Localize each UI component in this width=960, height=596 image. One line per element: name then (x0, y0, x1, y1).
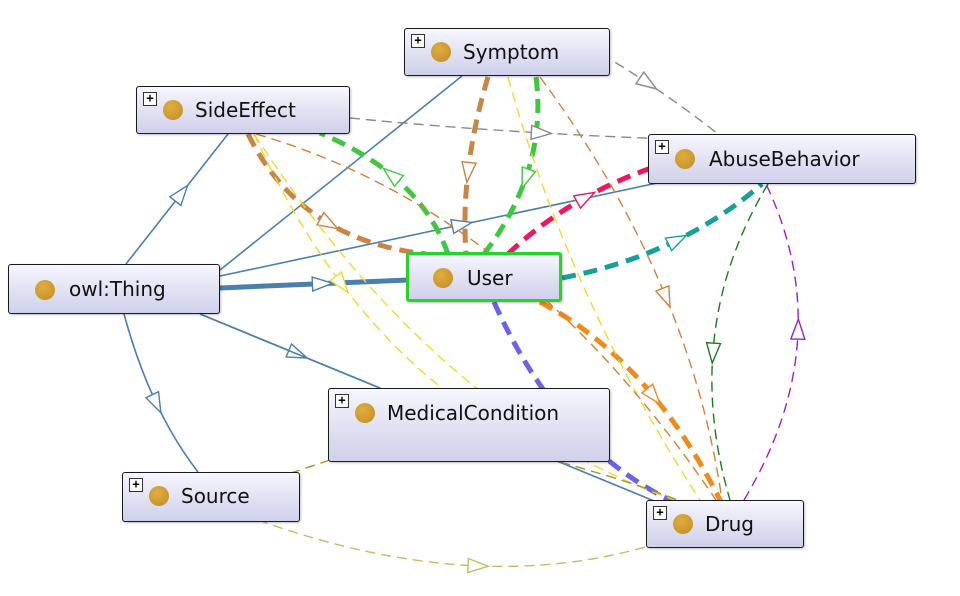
node-label: User (467, 266, 513, 290)
class-icon (149, 486, 169, 506)
edge-arrow-icon (640, 382, 662, 406)
class-icon (675, 149, 695, 169)
node-abuse-behavior[interactable]: + AbuseBehavior (648, 134, 916, 184)
class-icon (433, 268, 453, 288)
node-label: SideEffect (195, 98, 296, 122)
class-icon (163, 100, 183, 120)
edge-arrow-icon (521, 165, 537, 191)
edge-arrow-icon (634, 70, 659, 91)
edge-arrow-icon (461, 160, 478, 185)
node-drug[interactable]: + Drug (646, 500, 804, 548)
property-edge-symptom-drug (539, 76, 723, 501)
edge-arrow-icon (789, 317, 806, 341)
node-user[interactable]: User (406, 252, 562, 302)
node-side-effect[interactable]: + SideEffect (136, 86, 350, 134)
expand-icon[interactable]: + (655, 140, 669, 154)
node-label: Source (181, 484, 250, 508)
edge-arrow-icon (311, 276, 335, 293)
property-edge-user-abuse-pink (506, 162, 661, 256)
edge-arrow-icon (467, 557, 491, 574)
property-edge-source-drug (257, 519, 663, 568)
property-edge-user-abuse (561, 182, 764, 281)
expand-icon[interactable]: + (411, 34, 425, 48)
edge-arrow-icon (705, 341, 722, 366)
node-source[interactable]: + Source (122, 472, 300, 522)
edge-arrow-icon (315, 211, 340, 230)
node-medical-condition[interactable]: + MedicalCondition (328, 388, 610, 462)
expand-icon[interactable]: + (129, 478, 143, 492)
edge-arrow-icon (449, 218, 474, 235)
property-edge-symptom-drug-yellow (507, 76, 701, 501)
property-edge-drug-abuse (743, 183, 799, 501)
edge-arrow-icon (381, 167, 405, 188)
property-edge-user-drug (538, 299, 723, 502)
edge-arrow-icon (144, 390, 162, 415)
node-label: Drug (705, 512, 754, 536)
edge-arrow-icon (530, 124, 554, 141)
edge-arrow-icon (654, 284, 671, 309)
property-edge-user-sideeffect (319, 130, 451, 255)
property-edge-symptom-user (482, 76, 541, 256)
node-label: MedicalCondition (387, 401, 560, 425)
subclass-edge-thing-source (123, 313, 199, 473)
property-edge-user-drug-purple (491, 300, 680, 507)
class-icon (35, 280, 55, 300)
expand-icon[interactable]: + (143, 92, 157, 106)
expand-icon[interactable]: + (335, 394, 349, 408)
subclass-edge-thing-symptom (219, 75, 463, 271)
edge-arrow-icon (168, 183, 189, 207)
class-icon (431, 42, 451, 62)
edge-arrow-icon (572, 191, 597, 210)
expand-icon[interactable]: + (653, 506, 667, 520)
node-label: AbuseBehavior (709, 147, 860, 171)
property-edge-sideeffect-user (245, 132, 427, 257)
node-owl-thing[interactable]: owl:Thing (8, 264, 220, 314)
edge-arrow-icon (329, 270, 350, 294)
class-icon (673, 514, 693, 534)
property-edge-sideeffect-drug-yellow (253, 133, 681, 503)
node-label: Symptom (463, 40, 560, 64)
class-icon (355, 403, 375, 423)
property-edge-sideeffect-abuse (349, 117, 701, 141)
property-edge-abuse-drug (711, 183, 769, 501)
node-symptom[interactable]: + Symptom (404, 28, 610, 76)
node-label: owl:Thing (69, 277, 166, 301)
edge-arrow-icon (664, 234, 689, 252)
